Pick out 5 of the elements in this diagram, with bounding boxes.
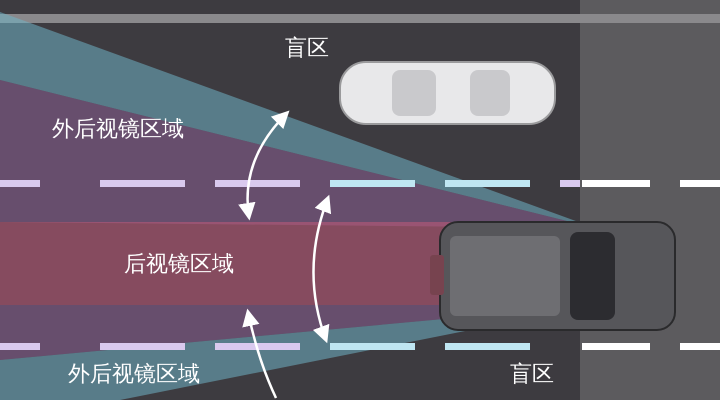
- zone-label: 后视镜区域: [124, 252, 234, 278]
- zone-label: 外后视镜区域: [52, 117, 184, 144]
- zone-label: 外后视镜区域: [68, 362, 200, 388]
- blind-spot-label: 盲区: [285, 36, 329, 62]
- blind-spot-label: 盲区: [510, 362, 554, 388]
